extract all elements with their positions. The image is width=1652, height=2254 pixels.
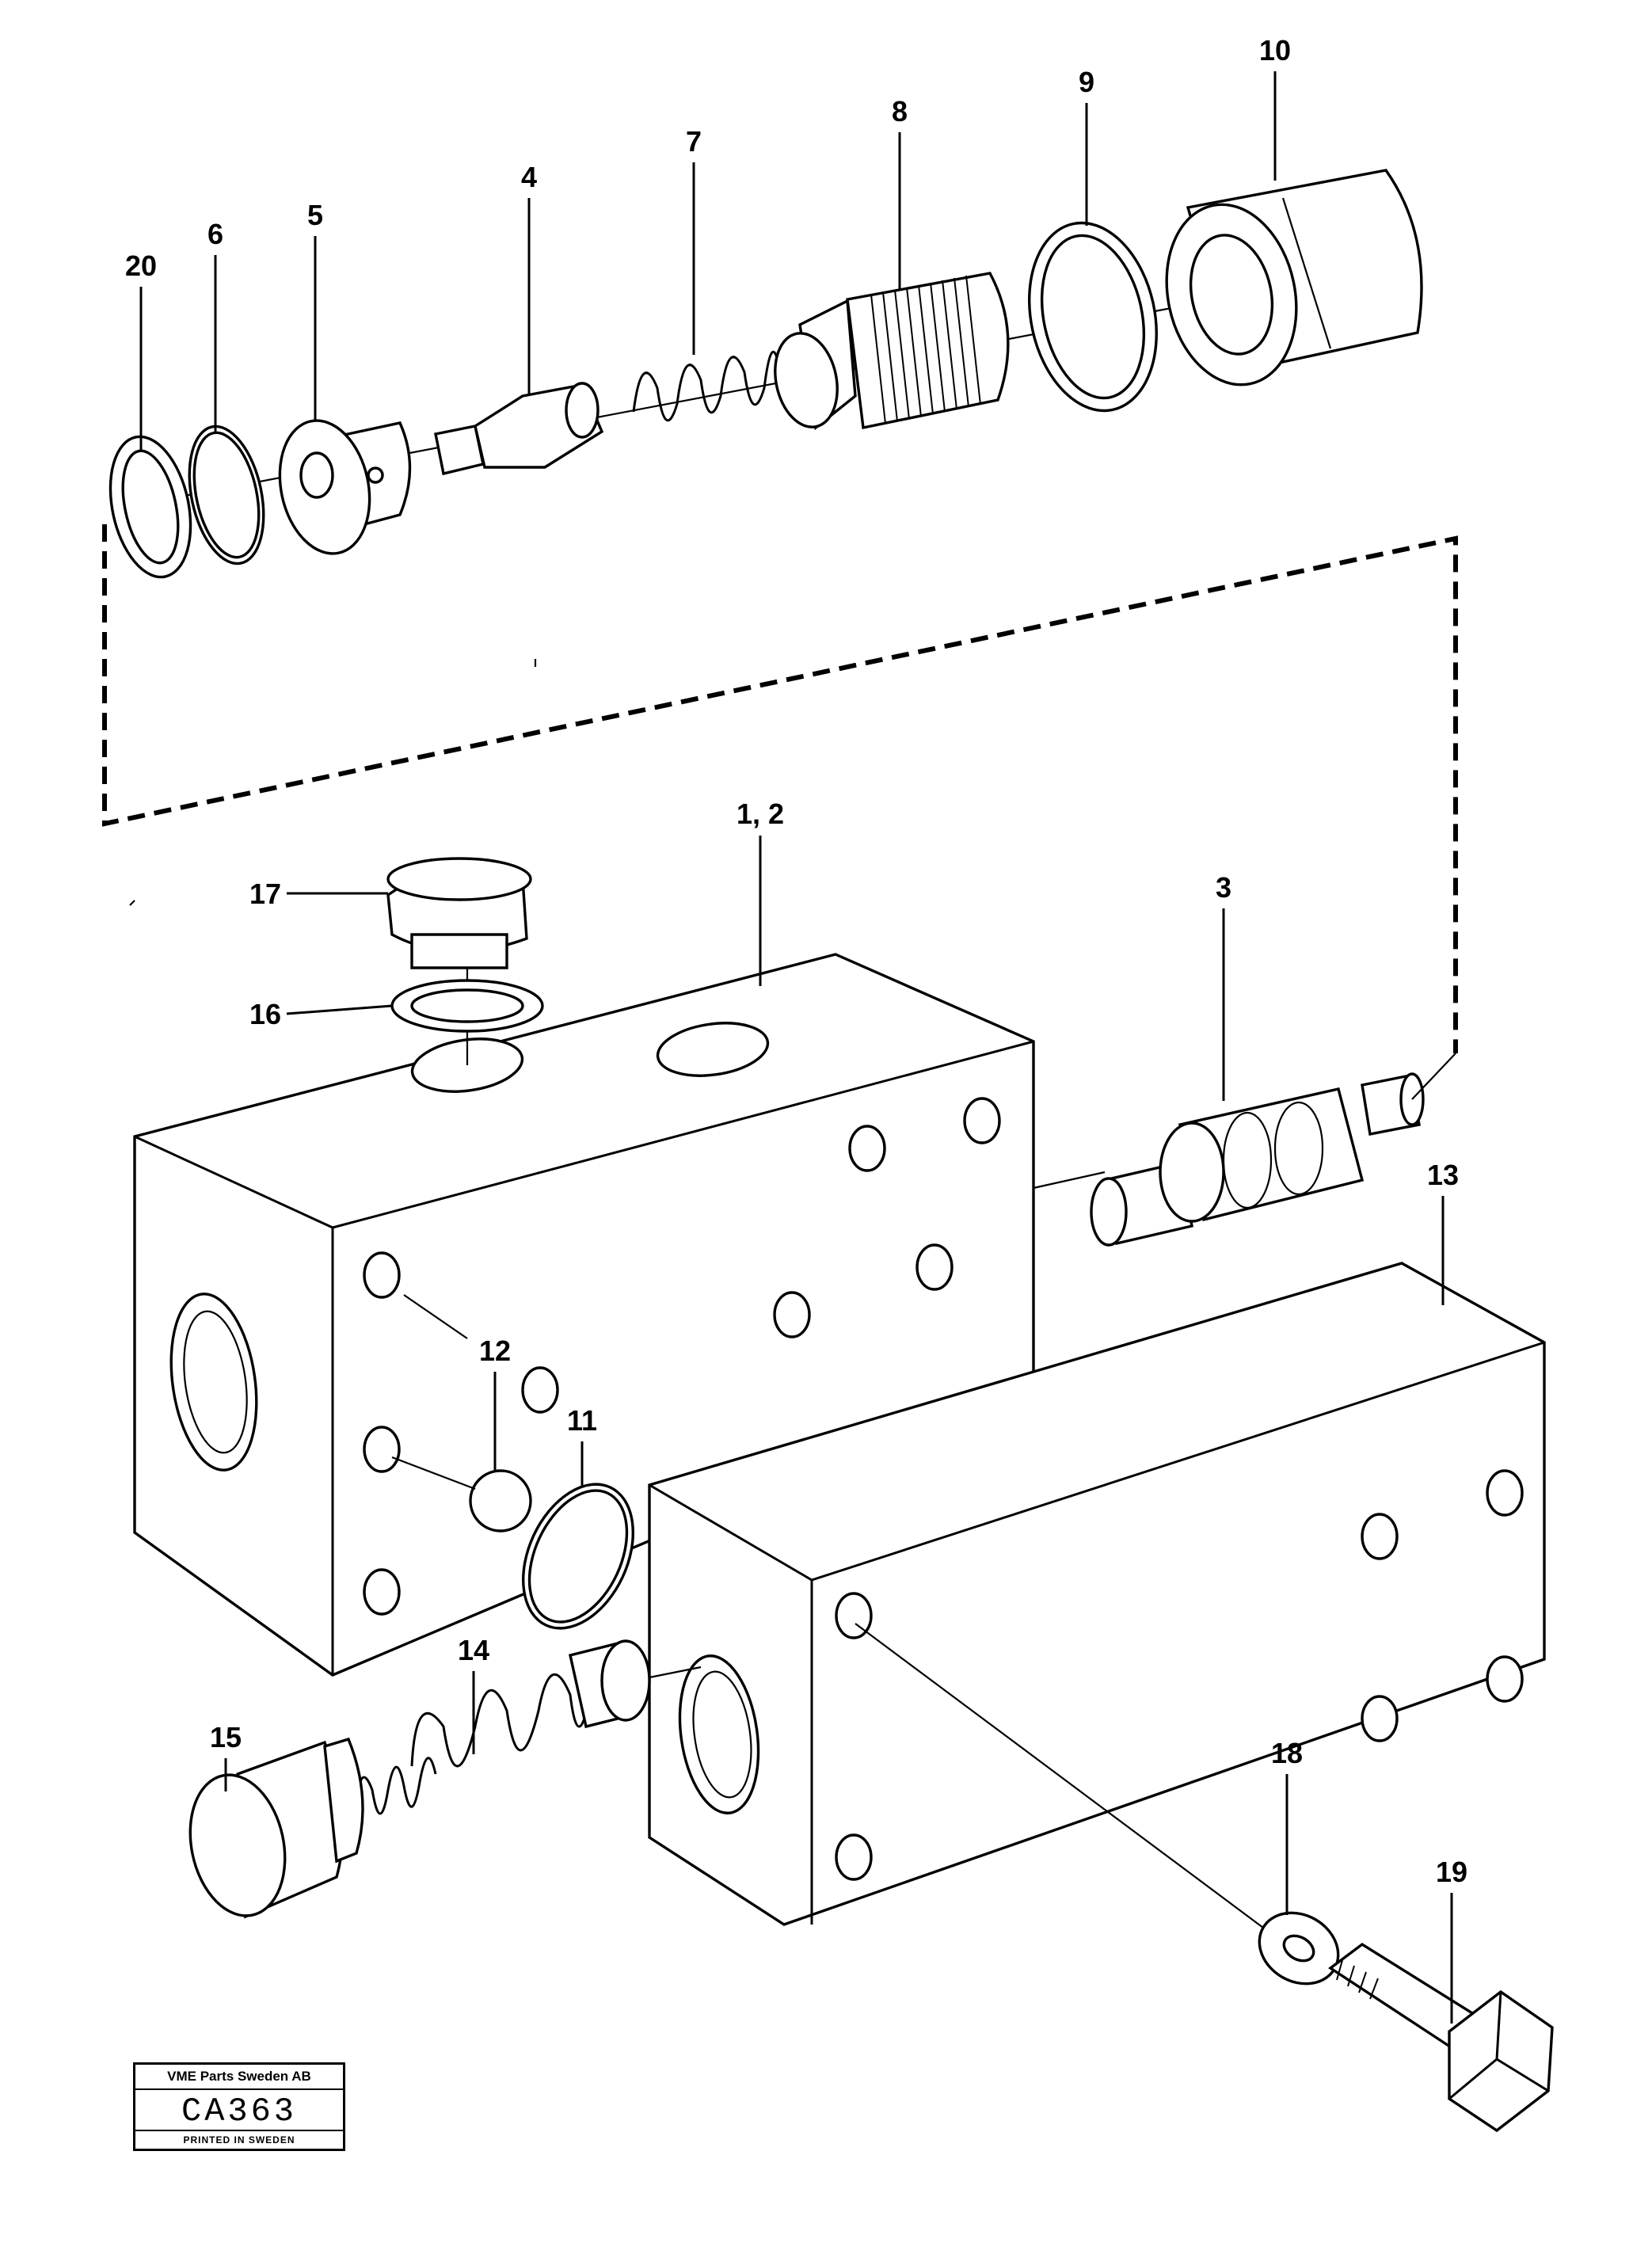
callout-6: 6 — [207, 218, 223, 250]
part-12-ball — [469, 1469, 532, 1532]
part-10-cap-nut — [1165, 169, 1423, 386]
part-15-plug — [188, 1737, 364, 1919]
callout-10: 10 — [1259, 34, 1291, 67]
callout-4: 4 — [521, 161, 537, 193]
valve-axis-line — [649, 1666, 702, 1679]
callout-5: 5 — [307, 199, 323, 231]
stamp-company: VME Parts Sweden AB — [135, 2065, 343, 2090]
part-9-washer — [1028, 221, 1158, 413]
callout-19: 19 — [1436, 1856, 1467, 1888]
ball-guide-line-2 — [391, 1456, 476, 1491]
spool-axis-line-2 — [1411, 1053, 1456, 1100]
part-8-threaded-plug — [774, 272, 1010, 431]
ball-guide-line-1 — [403, 1294, 468, 1339]
stray-mark-2 — [129, 900, 135, 906]
part-19-bolt — [1328, 1942, 1554, 2133]
callout-15: 15 — [210, 1721, 242, 1753]
assembly-dash-line — [102, 524, 1458, 1053]
stamp-printed: PRINTED IN SWEDEN — [135, 2130, 343, 2149]
leader-lines — [139, 71, 1453, 2024]
callout-1-2: 1, 2 — [737, 798, 784, 830]
part-4-poppet — [433, 382, 604, 476]
callout-8: 8 — [892, 95, 908, 128]
part-17-plug — [386, 857, 532, 969]
part-5-valve-seat — [278, 419, 412, 555]
callout-12: 12 — [479, 1335, 511, 1367]
part-20-washer — [108, 435, 192, 579]
bolt-axis-line — [855, 1623, 1308, 1961]
callout-3: 3 — [1216, 871, 1231, 904]
callout-9: 9 — [1079, 66, 1094, 98]
callout-labels: 20 6 5 4 7 8 9 10 1, 2 17 16 3 13 12 11 … — [125, 34, 1467, 1888]
part-18-washer — [1258, 1911, 1340, 1986]
callout-11: 11 — [567, 1404, 597, 1437]
part-11-o-ring — [521, 1483, 635, 1630]
part-1-2-valve-body — [133, 953, 1035, 1677]
part-16-washer — [390, 979, 544, 1033]
callout-7: 7 — [686, 125, 702, 158]
part-6-o-ring — [188, 425, 265, 565]
spool-axis-line — [1033, 1171, 1106, 1190]
stamp-code: CA363 — [181, 2092, 298, 2130]
part-7-spring — [632, 350, 782, 422]
part-14-valve-spring — [355, 1639, 651, 1815]
part-13-block — [648, 1262, 1546, 1926]
callout-18: 18 — [1271, 1737, 1303, 1769]
callout-17: 17 — [249, 878, 281, 910]
callout-20: 20 — [125, 249, 157, 282]
callout-14: 14 — [458, 1634, 489, 1666]
callout-16: 16 — [249, 998, 281, 1030]
vme-parts-stamp: VME Parts Sweden AB CA363 PRINTED IN SWE… — [133, 2062, 345, 2151]
part-3-spool — [1090, 1072, 1425, 1247]
callout-13: 13 — [1427, 1159, 1459, 1191]
